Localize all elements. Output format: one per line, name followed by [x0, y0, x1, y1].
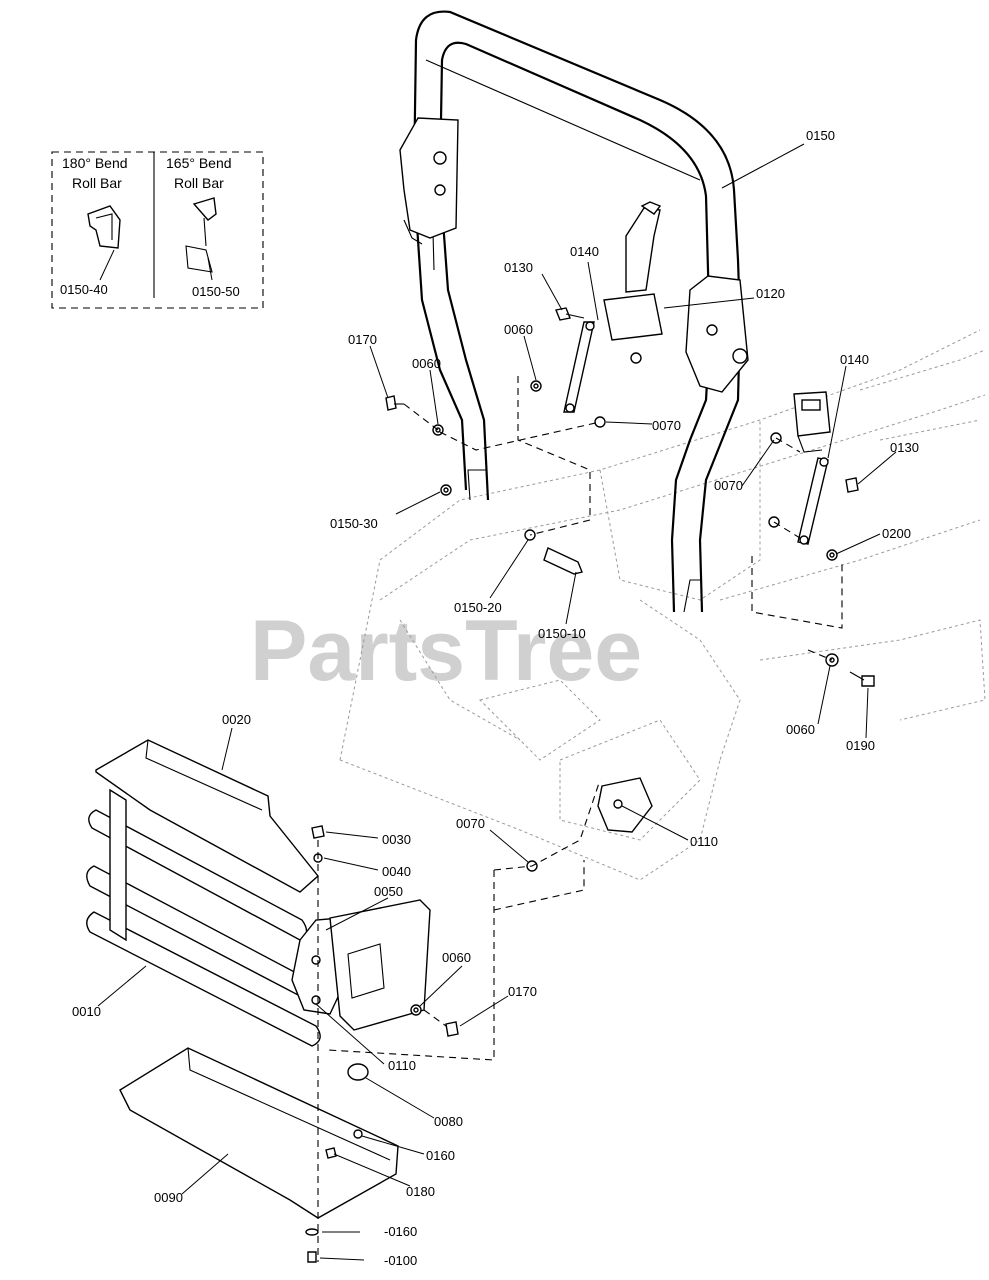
- callout-0130-right: 0130: [890, 440, 919, 455]
- callout-0190: 0190: [846, 738, 875, 753]
- callout-0140-right: 0140: [840, 352, 869, 367]
- callout-0160-upper: 0160: [426, 1148, 455, 1163]
- leader-lines: [97, 143, 897, 1261]
- bend-180-bracket-icon: [87, 205, 121, 249]
- callout-0050: 0050: [374, 884, 403, 899]
- callout-0160-lower: -0160: [384, 1224, 417, 1239]
- callout-0080: 0080: [434, 1114, 463, 1129]
- callout-0140-left: 0140: [570, 244, 599, 259]
- callout-0150-30: 0150-30: [330, 516, 378, 531]
- callout-0200: 0200: [882, 526, 911, 541]
- belt-mount-bar-right: [797, 457, 829, 545]
- callout-0170-lower: 0170: [508, 984, 537, 999]
- inset-right-part: 0150-50: [192, 284, 240, 299]
- callout-0030: 0030: [382, 832, 411, 847]
- roll-bar-variants-inset: 180° Bend Roll Bar 165° Bend Roll Bar 01…: [51, 151, 264, 309]
- callout-0170-upper: 0170: [348, 332, 377, 347]
- assembly-guides-lower: [317, 779, 601, 1262]
- callout-0010: 0010: [72, 1004, 101, 1019]
- callout-0100: -0100: [384, 1253, 417, 1268]
- inset-right-title-2: Roll Bar: [174, 175, 224, 191]
- callout-0070-right: 0070: [714, 478, 743, 493]
- belt-mount-bar-left: [563, 321, 595, 413]
- seat-belt-retractor: [603, 201, 663, 341]
- inset-right-title-1: 165° Bend: [166, 155, 232, 171]
- callout-0060-lower: 0060: [442, 950, 471, 965]
- inset-left-title-2: Roll Bar: [72, 175, 122, 191]
- callout-0070-lower: 0070: [456, 816, 485, 831]
- callout-0120: 0120: [756, 286, 785, 301]
- callout-0130-left: 0130: [504, 260, 533, 275]
- callout-0070-upper: 0070: [652, 418, 681, 433]
- roll-bar-left-bracket: [399, 117, 459, 245]
- hex-plug-plate: [597, 777, 653, 833]
- seat-belt-buckle: [793, 391, 831, 453]
- callout-0180: 0180: [406, 1184, 435, 1199]
- front-bumper-assembly: [86, 739, 538, 1263]
- callout-0110-hex: 0110: [690, 834, 718, 849]
- callout-0040: 0040: [382, 864, 411, 879]
- callout-0060-lower-right: 0060: [786, 722, 815, 737]
- callout-0090: 0090: [154, 1190, 183, 1205]
- callout-0060-upper: 0060: [504, 322, 533, 337]
- assembly-guides-upper: [403, 376, 843, 661]
- watermark: PartsTree: [250, 603, 642, 699]
- callout-labels: 0150 0140 0130 0120 0060 0170 0060 0070 …: [72, 128, 919, 1268]
- callout-0150: 0150: [806, 128, 835, 143]
- inset-frame: [51, 151, 264, 309]
- inset-left-title-1: 180° Bend: [62, 155, 128, 171]
- callout-0150-20: 0150-20: [454, 600, 502, 615]
- roll-bar-right-bracket: [685, 275, 749, 393]
- callout-0110-plate: 0110: [388, 1058, 416, 1073]
- bend-165-bracket-icon: [185, 197, 217, 273]
- callout-0060-roll: 0060: [412, 356, 441, 371]
- inset-left-part: 0150-40: [60, 282, 108, 297]
- machine-frame-ghost: [339, 329, 986, 881]
- callout-0150-10: 0150-10: [538, 626, 586, 641]
- callout-0020: 0020: [222, 712, 251, 727]
